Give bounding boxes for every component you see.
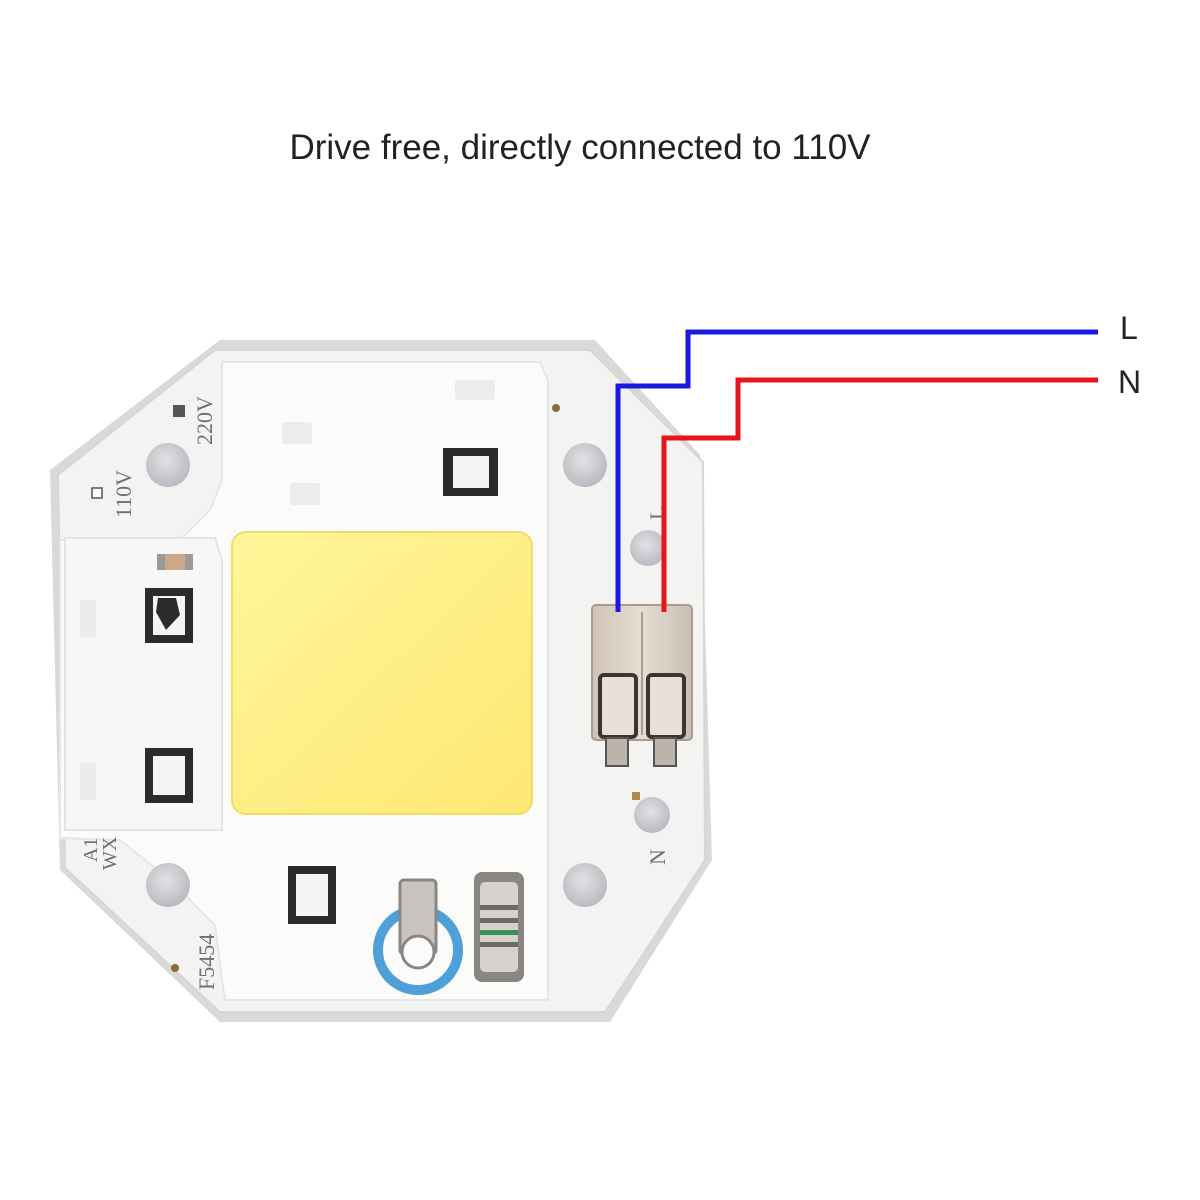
chip-die (156, 598, 180, 630)
test-point (91, 487, 103, 499)
live-wire-label: L (1120, 310, 1138, 346)
mask-mark (290, 483, 320, 505)
terminal-pad-n (634, 797, 670, 833)
ring-tab-hole (400, 934, 436, 970)
silk-terminal-n: N (645, 849, 670, 865)
smd-capacitor-end (157, 554, 165, 570)
mask-mark (455, 380, 495, 400)
test-point (173, 405, 185, 417)
connector-lever-l (598, 673, 638, 739)
neutral-wire-label: N (1118, 364, 1142, 400)
mount-hole-top-right (563, 443, 607, 487)
resistor-band (480, 905, 518, 910)
silk-wx: WX (99, 836, 121, 870)
terminal-dot (632, 792, 640, 800)
terminal-pad-l (630, 530, 666, 566)
led-emitter (231, 531, 533, 815)
component-pad-inner (153, 756, 185, 795)
silk-110v: 110V (111, 470, 136, 518)
silk-a1: A1 (80, 838, 102, 862)
connector-pin (653, 737, 677, 767)
page-title: Drive free, directly connected to 110V (289, 128, 871, 167)
smd-capacitor-end (185, 554, 193, 570)
resistor-body (480, 882, 518, 972)
connector-lever-n (646, 673, 686, 739)
smd-capacitor (157, 554, 193, 570)
mask-mark (80, 600, 96, 638)
mask-mark (282, 422, 312, 444)
mount-hole-bottom-right (563, 863, 607, 907)
silk-220v: 220V (192, 396, 217, 445)
live-wire (615, 329, 1098, 612)
via-dot (552, 404, 560, 412)
neutral-wire (661, 377, 1098, 612)
mount-hole-bottom-left (146, 863, 190, 907)
resistor-band (480, 930, 518, 935)
resistor-band (480, 942, 518, 947)
silk-code: F5454 (194, 934, 219, 990)
resistor-band (480, 918, 518, 923)
via-dot (171, 964, 179, 972)
connector-pin (605, 737, 629, 767)
mask-mark (80, 762, 96, 800)
component-pad-inner (453, 456, 489, 488)
component-pad-inner (296, 874, 328, 916)
mount-hole-top-left (146, 443, 190, 487)
